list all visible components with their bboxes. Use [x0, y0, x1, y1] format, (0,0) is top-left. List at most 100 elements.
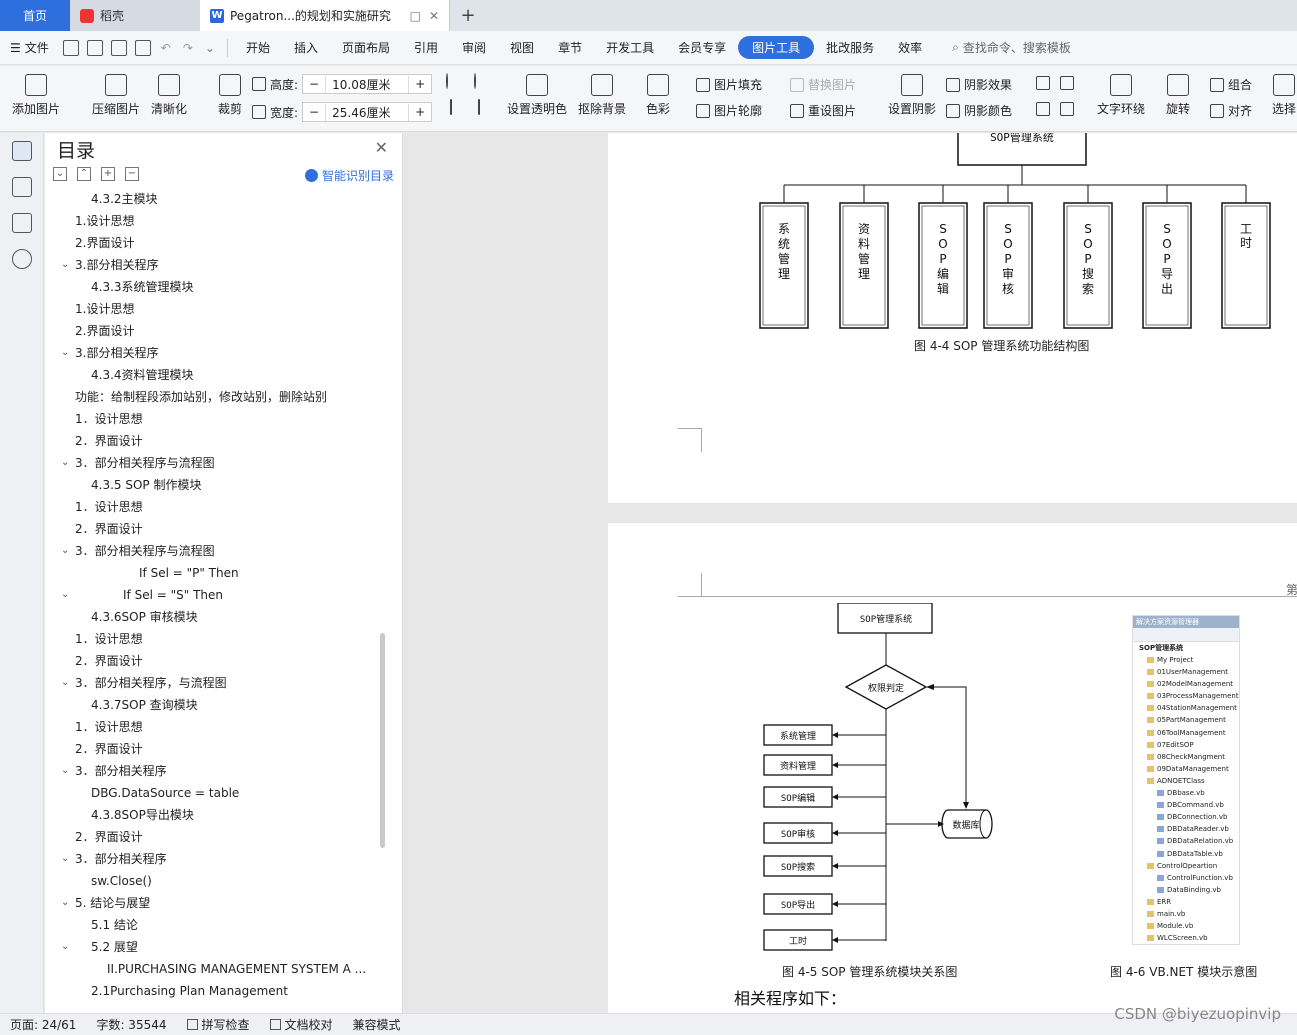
reset-image-button[interactable]: 重设图片 [790, 102, 856, 119]
select-button[interactable]: 选择 [1272, 74, 1296, 117]
compress-image-button[interactable]: 压缩图片 [92, 74, 140, 117]
explorer-item[interactable]: 08CheckMangment [1133, 751, 1239, 763]
menu-review[interactable]: 审阅 [462, 41, 487, 55]
export-pdf-icon[interactable] [86, 39, 103, 56]
explorer-item[interactable]: 03ProcessManagement [1133, 690, 1239, 702]
width-stepper[interactable]: − 25.46厘米 + [302, 102, 433, 122]
chapter-nav-icon[interactable] [12, 177, 32, 197]
explorer-item[interactable]: DBDataReader.vb [1133, 823, 1239, 835]
toc-item[interactable]: 5.1 结论 [91, 914, 138, 936]
toc-item[interactable]: ⌄3.部分相关程序 [61, 254, 158, 276]
toc-item[interactable]: 2．界面设计 [75, 430, 143, 452]
explorer-item[interactable]: 09DataManagement [1133, 763, 1239, 775]
toc-item[interactable]: 4.3.5 SOP 制作模块 [91, 474, 201, 496]
explorer-item[interactable]: DBCommand.vb [1133, 799, 1239, 811]
increase-width-button[interactable]: + [415, 105, 426, 119]
toc-panel-icon[interactable] [12, 141, 32, 161]
rotate-right-icon[interactable] [474, 73, 476, 89]
chevron-down-icon[interactable]: ⌄ [61, 347, 70, 358]
toc-item[interactable]: 4.3.7SOP 查询模块 [91, 694, 198, 716]
explorer-item[interactable]: DataBinding.vb [1133, 884, 1239, 896]
explorer-item[interactable]: WLCScreen.vb [1133, 932, 1239, 944]
toc-item[interactable]: ⌄3．部分相关程序与流程图 [61, 452, 215, 474]
color-button[interactable]: 色彩 [646, 74, 670, 117]
print-icon[interactable] [110, 39, 127, 56]
shadow-left-icon[interactable] [1036, 102, 1050, 116]
menu-chapter[interactable]: 章节 [558, 41, 583, 55]
toc-item[interactable]: 4.3.3系统管理模块 [91, 276, 194, 298]
flip-horizontal-icon[interactable] [450, 99, 452, 115]
toc-item[interactable]: 2．界面设计 [75, 738, 143, 760]
toc-item[interactable]: ⌄3．部分相关程序 [61, 848, 167, 870]
command-search[interactable]: ⌕ 查找命令、搜索模板 [952, 40, 1071, 55]
close-toc-icon[interactable]: ✕ [374, 138, 388, 157]
text-wrap-button[interactable]: 文字环绕 [1097, 74, 1145, 117]
tab-document[interactable]: W Pegatron...的规划和实施研究 □ ✕ [200, 0, 450, 31]
rotate-left-icon[interactable] [446, 73, 448, 89]
file-menu[interactable]: ☰ 文件 [10, 40, 49, 56]
bookmark-icon[interactable] [12, 213, 32, 233]
menu-page-layout[interactable]: 页面布局 [342, 41, 391, 55]
toc-item[interactable]: ⌄5. 结论与展望 [61, 892, 150, 914]
toc-item[interactable]: ⌄3．部分相关程序，与流程图 [61, 672, 227, 694]
align-button[interactable]: 对齐 [1210, 102, 1252, 119]
body-paragraph[interactable]: 相关程序如下： [734, 989, 847, 1008]
rotate-button[interactable]: 旋转 [1166, 74, 1190, 117]
chevron-down-icon[interactable]: ⌄ [61, 897, 70, 908]
smart-toc-button[interactable]: 智能识别目录 [304, 167, 394, 184]
explorer-item[interactable]: ERR [1133, 896, 1239, 908]
print-preview-icon[interactable] [134, 39, 151, 56]
remove-background-button[interactable]: 抠除背景 [578, 74, 626, 117]
chevron-down-icon[interactable]: ⌄ [61, 545, 70, 556]
toc-item[interactable]: ⌄3．部分相关程序与流程图 [61, 540, 215, 562]
sharpen-button[interactable]: 清晰化 [151, 74, 187, 117]
menu-start[interactable]: 开始 [245, 41, 270, 55]
collapse-all-icon[interactable]: ⌃ [77, 167, 91, 181]
toc-item[interactable]: 1.设计思想 [75, 210, 134, 232]
explorer-item[interactable]: DBDataRelation.vb [1133, 835, 1239, 847]
explorer-item[interactable]: ADNOETClass [1133, 775, 1239, 787]
toc-item[interactable]: 2.1Purchasing Plan Management [91, 980, 288, 1002]
increase-height-button[interactable]: + [415, 77, 426, 91]
module-relation-diagram[interactable]: SOP管理系统权限判定系统管理资料管理SOP编辑SOP审核SOP搜索SOP导出工… [748, 603, 1168, 963]
explorer-item[interactable]: 07EditSOP [1133, 739, 1239, 751]
explorer-item[interactable]: main.vb [1133, 908, 1239, 920]
toc-item[interactable]: 4.3.8SOP导出模块 [91, 804, 194, 826]
toc-item[interactable]: 1.设计思想 [75, 298, 134, 320]
shadow-effect-button[interactable]: 阴影效果 [946, 76, 1012, 93]
decrease-height-button[interactable]: − [309, 77, 320, 91]
pin-icon[interactable]: □ [409, 8, 421, 23]
toc-item[interactable]: 2．界面设计 [75, 518, 143, 540]
flip-vertical-icon[interactable] [478, 99, 480, 115]
menu-view[interactable]: 视图 [510, 41, 535, 55]
find-icon[interactable] [12, 249, 32, 269]
shadow-up-icon[interactable] [1036, 76, 1050, 90]
explorer-item[interactable]: DBDataTable.vb [1133, 848, 1239, 860]
explorer-item[interactable]: ControlOpeartion [1133, 860, 1239, 872]
toc-item[interactable]: ⌄5.2 展望 [61, 936, 138, 958]
save-icon[interactable] [62, 39, 79, 56]
shadow-color-button[interactable]: 阴影颜色 [946, 102, 1012, 119]
toc-item[interactable]: 1．设计思想 [75, 716, 143, 738]
image-outline-button[interactable]: 图片轮廓 [696, 102, 762, 119]
toc-item[interactable]: II.PURCHASING MANAGEMENT SYSTEM A ... [107, 958, 366, 980]
menu-member[interactable]: 会员专享 [678, 41, 727, 55]
menu-insert[interactable]: 插入 [293, 41, 318, 55]
explorer-item[interactable]: ControlFunction.vb [1133, 872, 1239, 884]
toc-item[interactable]: 2.界面设计 [75, 320, 134, 342]
redo-icon[interactable]: ↷ [182, 40, 193, 55]
toc-item[interactable]: 4.3.4资料管理模块 [91, 364, 194, 386]
tab-home[interactable]: 首页 [0, 0, 70, 31]
tab-daoke[interactable]: 稻壳 [70, 0, 200, 31]
chevron-down-icon[interactable]: ⌄ [61, 941, 70, 952]
set-transparent-button[interactable]: 设置透明色 [507, 74, 567, 117]
remove-heading-icon[interactable]: − [125, 167, 139, 181]
explorer-item[interactable]: My Project [1133, 654, 1239, 666]
new-tab-button[interactable]: + [450, 0, 486, 31]
explorer-item[interactable]: 04StationManagement [1133, 702, 1239, 714]
toc-item[interactable]: 2．界面设计 [75, 650, 143, 672]
menu-developer[interactable]: 开发工具 [606, 41, 655, 55]
toc-item[interactable]: 1．设计思想 [75, 496, 143, 518]
toc-item[interactable]: 1．设计思想 [75, 408, 143, 430]
